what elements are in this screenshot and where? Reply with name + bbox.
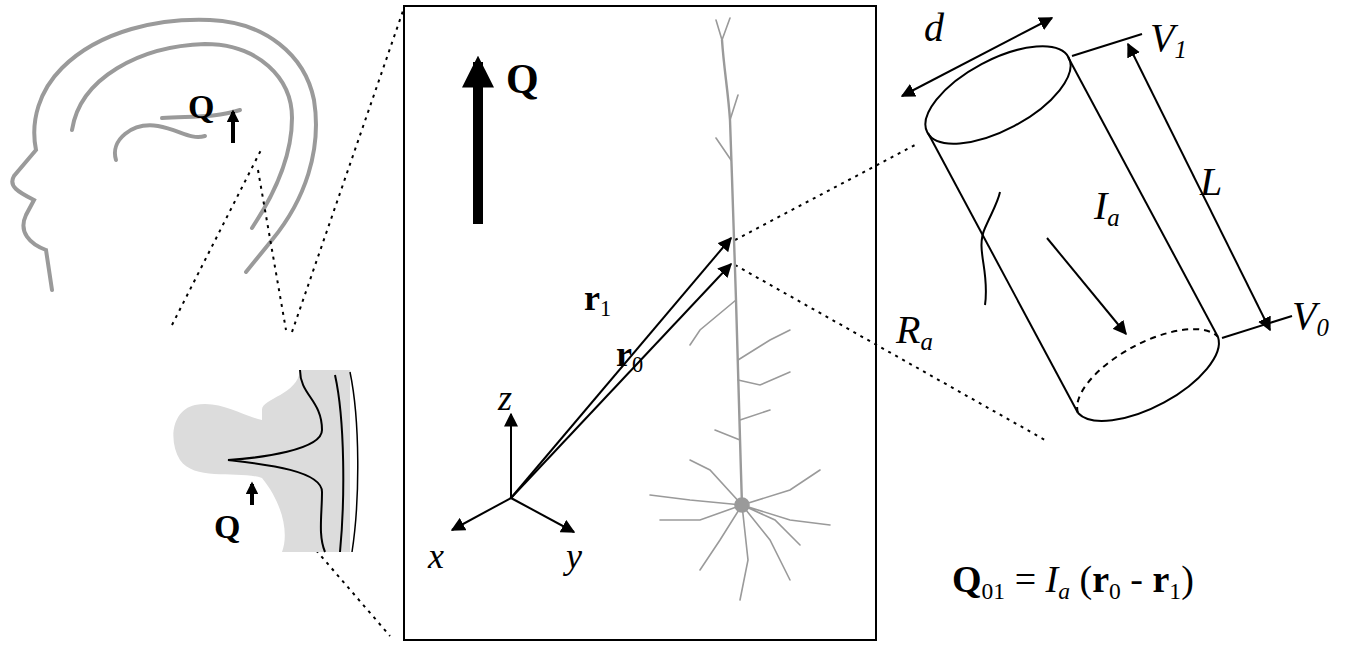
dimension-label: L [1200,162,1222,202]
dimension-label: d [924,8,944,48]
equation: Q01 = Ia (r0 - r1) [952,560,1194,603]
axes [452,238,731,532]
vector-label: r1 [584,280,611,321]
axis-label: x [428,538,444,574]
pyramidal-neuron [650,18,830,600]
dipole-label: Q [214,510,240,544]
resistance-label: Ra [896,310,933,355]
dendrite-cylinder [902,18,1292,421]
dipole-arrow [231,112,235,143]
axis-label: z [498,380,512,416]
dipole-arrow [473,62,483,224]
head-outline [12,20,316,290]
voltage-label: V1 [1150,18,1187,63]
current-label: Ia [1094,186,1120,231]
vector-label: r0 [616,336,643,377]
voltage-label: V0 [1292,296,1329,341]
zoom-lines [172,8,1045,636]
dipole-label: Q [188,90,214,124]
axis-label: y [566,538,582,574]
zoom-frame [404,6,876,640]
dipole-label: Q [506,58,539,100]
cortex [173,370,357,552]
